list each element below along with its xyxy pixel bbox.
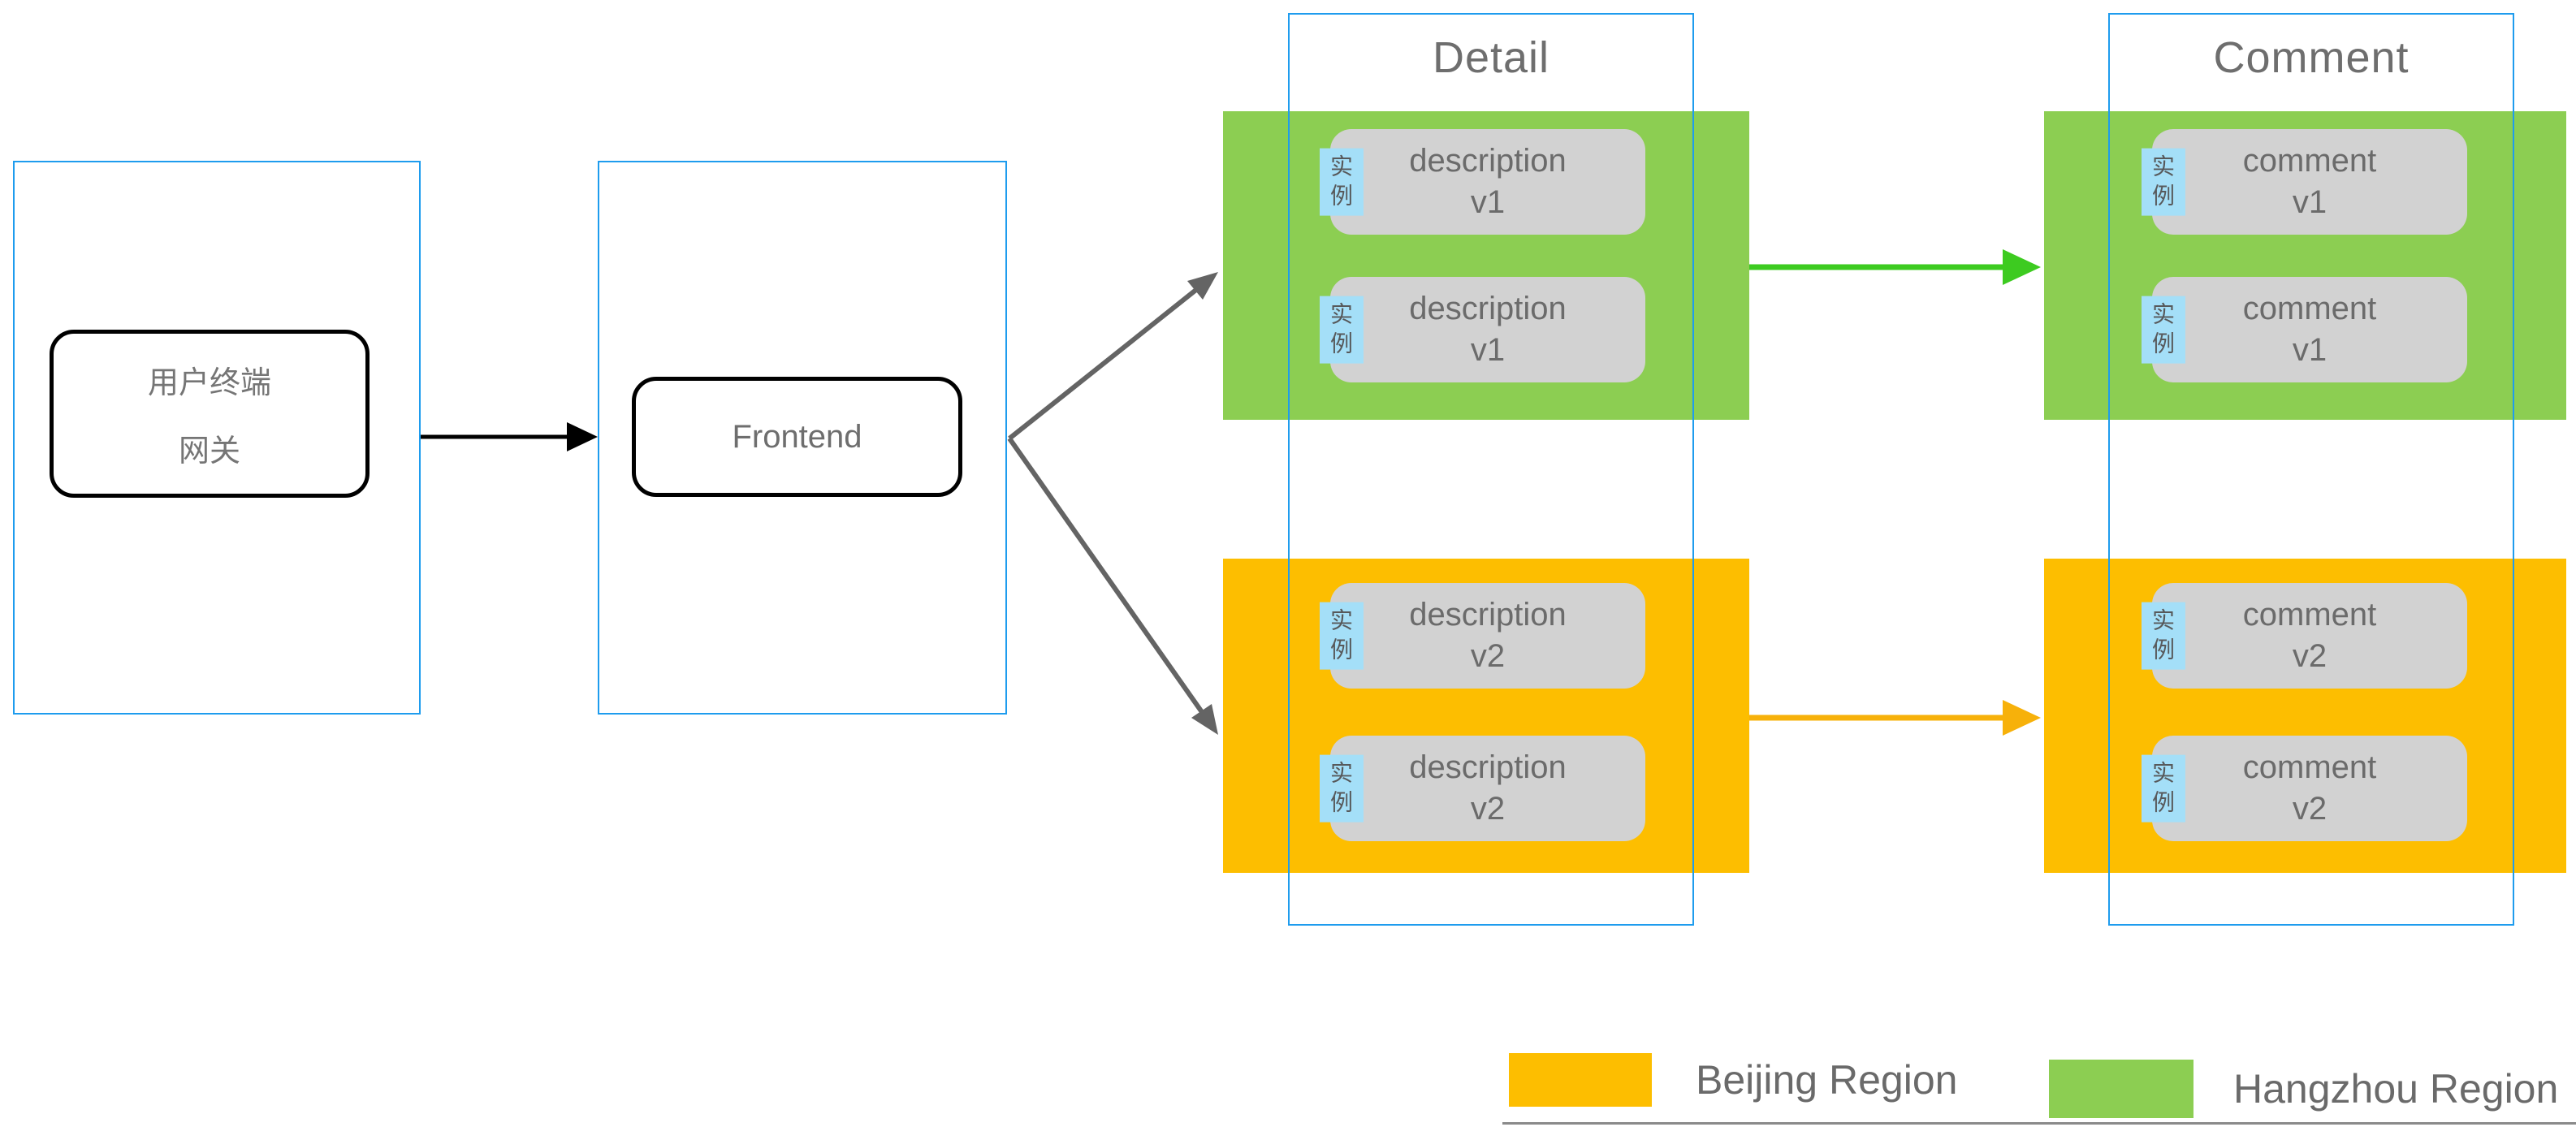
legend-label-hangzhou: Hangzhou Region (2233, 1066, 2559, 1112)
box-label-line1: comment (2242, 596, 2377, 633)
instance-box-comment-v2-a: 实例 comment v2 (2142, 583, 2467, 689)
instance-box-label: comment v1 (2152, 129, 2467, 235)
instance-box-description-v2-a: 实例 description v2 (1320, 583, 1645, 689)
user-gateway-node: 用户终端 网关 (50, 330, 370, 498)
arrow-user-to-frontend (421, 422, 598, 451)
beijing-region-band-detail: 实例 description v2 实例 description v2 (1223, 559, 1749, 873)
box-label-line1: description (1409, 596, 1567, 633)
instance-tag: 实例 (1320, 754, 1364, 823)
arrow-frontend-to-detail-v2 (1007, 437, 1218, 735)
instance-box-label: description v1 (1330, 277, 1645, 382)
instance-box-label: description v1 (1330, 129, 1645, 235)
box-label-line2: v2 (2292, 791, 2327, 827)
box-label-line2: v2 (2292, 638, 2327, 674)
box-label-line1: comment (2242, 142, 2377, 179)
user-gateway-line2: 网关 (178, 434, 240, 469)
instance-box-label: description v2 (1330, 583, 1645, 689)
instance-box-label: comment v1 (2152, 277, 2467, 382)
box-label-line2: v2 (1470, 638, 1506, 674)
frontend-label: Frontend (732, 418, 862, 455)
instance-box-comment-v2-b: 实例 comment v2 (2142, 736, 2467, 841)
frontend-container (598, 161, 1007, 715)
instance-box-label: description v2 (1330, 736, 1645, 841)
user-gateway-line1: 用户终端 (147, 366, 271, 400)
legend-swatch-hangzhou (2049, 1060, 2193, 1118)
hangzhou-region-band-comment: 实例 comment v1 实例 comment v1 (2044, 111, 2566, 420)
box-label-line1: description (1409, 749, 1567, 785)
box-label-line2: v2 (1470, 791, 1506, 827)
arrow-detail-to-comment-v2 (1749, 700, 2041, 736)
arrow-frontend-to-detail-v1 (1008, 272, 1218, 441)
box-label-line1: description (1409, 290, 1567, 326)
comment-column: Comment (2108, 13, 2514, 926)
box-label-line2: v1 (1470, 332, 1506, 368)
legend-label-beijing: Beijing Region (1696, 1057, 1958, 1103)
instance-tag: 实例 (2142, 754, 2185, 823)
instance-box-description-v2-b: 实例 description v2 (1320, 736, 1645, 841)
box-label-line1: description (1409, 142, 1567, 179)
instance-tag: 实例 (2142, 602, 2185, 670)
detail-column: Detail (1288, 13, 1694, 926)
box-label-line2: v1 (1470, 184, 1506, 220)
user-gateway-container (13, 161, 421, 715)
comment-column-title: Comment (2213, 33, 2410, 82)
instance-box-comment-v1-a: 实例 comment v1 (2142, 129, 2467, 235)
box-label-line1: comment (2242, 290, 2377, 326)
instance-box-label: comment v2 (2152, 583, 2467, 689)
instance-box-label: comment v2 (2152, 736, 2467, 841)
beijing-region-band-comment: 实例 comment v2 实例 comment v2 (2044, 559, 2566, 873)
instance-tag: 实例 (1320, 602, 1364, 670)
hangzhou-region-band-detail: 实例 description v1 实例 description v1 (1223, 111, 1749, 420)
instance-box-description-v1-b: 实例 description v1 (1320, 277, 1645, 382)
box-label-line2: v1 (2292, 332, 2327, 368)
instance-tag: 实例 (2142, 148, 2185, 216)
box-label-line2: v1 (2292, 184, 2327, 220)
instance-tag: 实例 (1320, 148, 1364, 216)
instance-box-comment-v1-b: 实例 comment v1 (2142, 277, 2467, 382)
legend-swatch-beijing (1509, 1053, 1652, 1107)
bottom-edge-line (1502, 1122, 2576, 1125)
box-label-line1: comment (2242, 749, 2377, 785)
instance-tag: 实例 (2142, 296, 2185, 364)
instance-tag: 实例 (1320, 296, 1364, 364)
instance-box-description-v1-a: 实例 description v1 (1320, 129, 1645, 235)
arrow-detail-to-comment-v1 (1749, 249, 2041, 285)
frontend-node: Frontend (632, 377, 962, 497)
detail-column-title: Detail (1432, 33, 1550, 82)
